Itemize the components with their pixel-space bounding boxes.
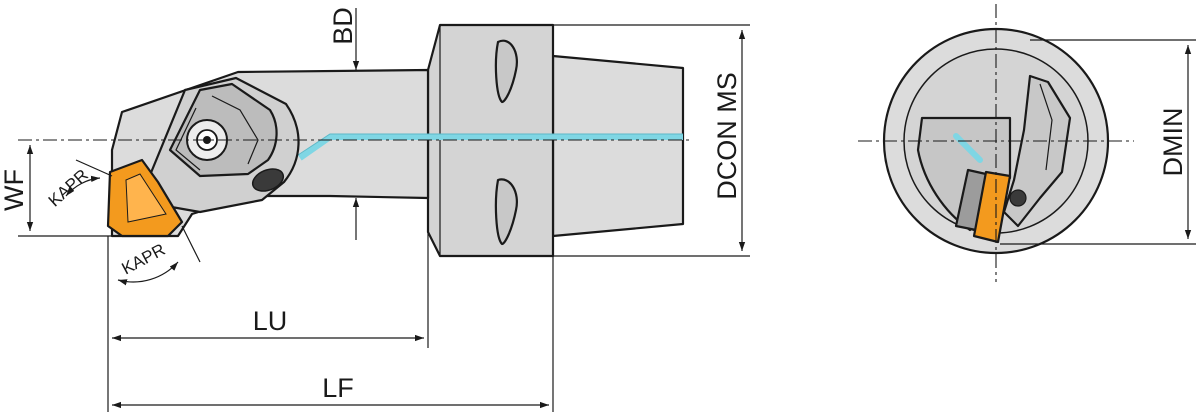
end-view-insert <box>972 170 1012 244</box>
flange-slot-bottom <box>494 178 518 246</box>
end-view-coolant <box>953 133 983 163</box>
flange-slot-top <box>494 39 518 104</box>
kapr-bottom-leader-2 <box>181 225 201 263</box>
coolant-channel <box>298 134 683 161</box>
kapr-top-label: KAPR <box>45 165 92 210</box>
end-view-clamp <box>1002 74 1072 228</box>
shank-tail <box>551 54 685 238</box>
dmin-label: DMIN <box>1158 108 1188 177</box>
kapr-top-leader <box>75 159 113 177</box>
kapr-top-arc <box>65 175 101 197</box>
bd-label: BD <box>328 7 358 45</box>
end-view-screw-icon <box>1009 189 1027 207</box>
coolant-exit-hole <box>251 168 285 192</box>
lu-label: LU <box>253 306 288 336</box>
end-view-clamp-edge <box>1039 83 1053 171</box>
wf-label: WF <box>0 169 29 211</box>
clamp-edge-line <box>211 95 259 165</box>
dcon-ms-label: DCON MS <box>712 72 742 200</box>
kapr-bottom-label: KAPR <box>119 240 169 279</box>
clamp-edge-line-2 <box>175 107 201 171</box>
kapr-bottom-arc <box>117 261 179 286</box>
lf-label: LF <box>322 373 354 403</box>
end-view: DMIN <box>858 4 1196 282</box>
side-view: BD DCON MS WF KAPR KAPR LU LF <box>0 7 750 412</box>
insert-inner <box>125 173 167 223</box>
coolant-channel-edge <box>297 133 683 156</box>
